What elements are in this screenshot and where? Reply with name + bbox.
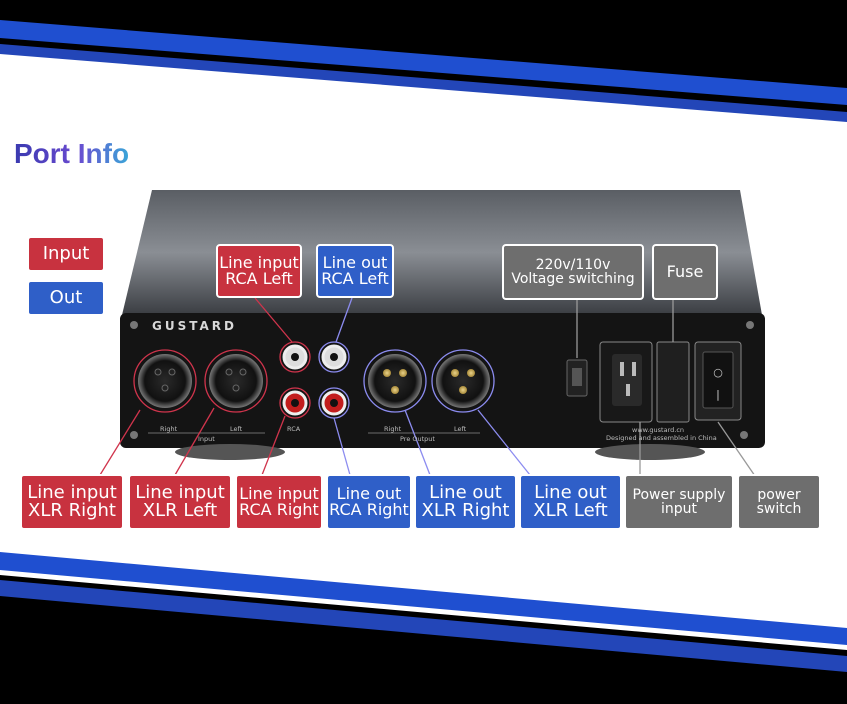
brand-logo: GUSTARD (152, 319, 237, 333)
panel-label-right-2: Right (384, 425, 402, 433)
callout-line-input-xlr-right: Line input XLR Right (20, 474, 124, 530)
screw-icon (740, 431, 748, 439)
xlr-input-left-jack (209, 354, 263, 408)
panel-label-left: Left (230, 425, 243, 433)
callout-line-out-rca-right: Line out RCA Right (326, 474, 412, 530)
page-title: Port Info (14, 138, 130, 169)
panel-label-right: Right (160, 425, 178, 433)
bottom-stripe-blue (0, 552, 847, 645)
callout-voltage-switching: 220v/110v Voltage switching (502, 244, 644, 300)
panel-label-rca: RCA (287, 425, 301, 433)
callout-fuse: Fuse (652, 244, 718, 300)
xlr-output-right-jack (368, 354, 422, 408)
panel-label-left-2: Left (454, 425, 467, 433)
callout-line-out-rca-left: Line out RCA Left (316, 244, 394, 298)
legend-out-label: Out (49, 287, 83, 308)
bottom-stripe-blue-2 (0, 580, 847, 672)
screw-icon (130, 431, 138, 439)
callout-line-out-xlr-left: Line out XLR Left (519, 474, 622, 530)
xlr-output-left-jack (436, 354, 490, 408)
panel-designed-text: Designed and assembled in China (606, 434, 717, 442)
callout-line-input-rca-left: Line input RCA Left (216, 244, 302, 298)
panel-website: www.gustard.cn (632, 426, 685, 434)
callout-line-out-xlr-right: Line out XLR Right (414, 474, 517, 530)
device-foot-left (175, 444, 285, 460)
top-stripe-blue-2 (0, 44, 847, 122)
device-image: ○ | (120, 190, 765, 460)
panel-label-pre-output: Pre Output (400, 435, 435, 443)
screw-icon (130, 321, 138, 329)
svg-text:○: ○ (713, 366, 723, 379)
callout-lines (99, 297, 756, 477)
xlr-input-right-jack (138, 354, 192, 408)
svg-text:|: | (716, 388, 720, 401)
device-foot-right (595, 444, 705, 460)
top-stripe-blue (0, 20, 847, 105)
callout-line-input-rca-right: Line input RCA Right (235, 474, 323, 530)
xlr-pins (154, 368, 247, 392)
legend-out-badge: Out (27, 280, 105, 316)
screw-icon (746, 321, 754, 329)
callout-power-supply-input: Power supply input (624, 474, 734, 530)
legend-input-badge: Input (27, 236, 105, 272)
fuse-holder (656, 341, 690, 423)
panel-label-input: Input (198, 435, 215, 443)
callout-power-switch: power switch (737, 474, 821, 530)
callout-line-input-xlr-left: Line input XLR Left (128, 474, 232, 530)
legend-input-label: Input (42, 243, 90, 264)
